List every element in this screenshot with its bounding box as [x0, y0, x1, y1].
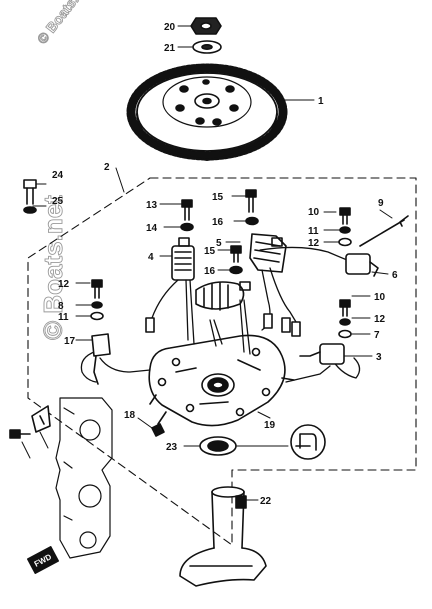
callout-5: 5 — [216, 238, 222, 249]
screw-15-top — [245, 189, 257, 213]
resistor-unit-7 — [299, 343, 345, 365]
bullet-connector-left — [145, 317, 155, 333]
washer-11-right — [339, 226, 351, 234]
callout-10-lower: 10 — [374, 292, 386, 303]
callout-13: 13 — [146, 200, 158, 211]
clamp-17 — [151, 411, 167, 437]
charge-coil-center — [195, 281, 251, 311]
screw-10-lower — [339, 299, 351, 317]
callout-14: 14 — [146, 223, 158, 234]
screw-15-mid — [230, 245, 242, 263]
pulser-coil-right — [249, 233, 287, 273]
callout-8: 17 — [64, 336, 76, 347]
callout-19: 22 — [260, 496, 272, 507]
resistor-unit-8 — [91, 333, 111, 385]
leader-lines — [21, 25, 393, 501]
callout-labels: 20 21 1 2 24 25 15 13 16 10 9 14 5 11 12… — [52, 22, 398, 507]
callout-21: 21 — [164, 43, 176, 54]
lead-wire-9 — [359, 215, 409, 247]
callout-10-left: 12 — [58, 279, 70, 290]
callout-11-lower: 12 — [374, 314, 386, 325]
flywheel — [126, 63, 288, 161]
washer-25 — [23, 206, 37, 214]
callout-2: 2 — [104, 162, 110, 173]
callout-6: 6 — [392, 270, 398, 281]
callout-16-mid: 16 — [204, 266, 216, 277]
callout-16-top: 16 — [212, 217, 224, 228]
callout-15-mid: 15 — [204, 246, 216, 257]
assembly-boundary — [27, 177, 417, 546]
callout-12-right: 12 — [308, 238, 320, 249]
screw-23 — [9, 429, 31, 439]
crankcase-outline — [55, 397, 113, 559]
callout-11-right: 11 — [308, 226, 319, 237]
watermark-side: © Boats.net — [38, 195, 68, 340]
callout-25: 25 — [52, 196, 64, 207]
washer — [192, 40, 222, 54]
callout-12-left: 11 — [58, 312, 69, 323]
cdi-unit-6 — [345, 253, 379, 277]
fwd-stamp — [26, 546, 60, 574]
bolt-24 — [23, 179, 37, 205]
callout-9: 9 — [378, 198, 384, 209]
callout-18: 23 — [166, 442, 178, 453]
callout-15-top: 15 — [212, 192, 224, 203]
woodruff-key-detail — [290, 424, 326, 460]
callout-12-lower: 7 — [374, 330, 380, 341]
pulser-coil-left — [171, 237, 195, 281]
flywheel-nut — [190, 17, 222, 35]
washer-12-right — [338, 237, 352, 247]
washer-12-left — [90, 311, 104, 321]
washer-12-lower — [338, 329, 352, 339]
washer-11-lower — [339, 318, 351, 326]
washer-14 — [180, 222, 194, 232]
callout-24: 24 — [52, 170, 64, 181]
watermark-top: © Boats.net — [34, 0, 95, 47]
crankshaft-stub — [179, 486, 267, 587]
screw-10-right — [339, 207, 351, 225]
callout-4: 4 — [148, 252, 154, 263]
screw-13 — [181, 199, 193, 221]
washer-16-mid — [229, 265, 243, 275]
bullet-connector-center — [263, 313, 301, 337]
callout-20: 20 — [164, 22, 176, 33]
screw-10-left — [91, 279, 103, 299]
bracket-22 — [31, 405, 51, 433]
washer-11-left — [91, 301, 103, 309]
callout-1: 1 — [318, 96, 324, 107]
callout-3: 19 — [264, 420, 276, 431]
callout-17: 18 — [124, 410, 136, 421]
callout-7: 3 — [376, 352, 382, 363]
callout-11-left: 8 — [58, 301, 64, 312]
oil-seal-18 — [199, 436, 237, 456]
washer-16-top — [245, 216, 259, 226]
callout-10-right: 10 — [308, 207, 320, 218]
stator-base-plate — [148, 334, 295, 427]
